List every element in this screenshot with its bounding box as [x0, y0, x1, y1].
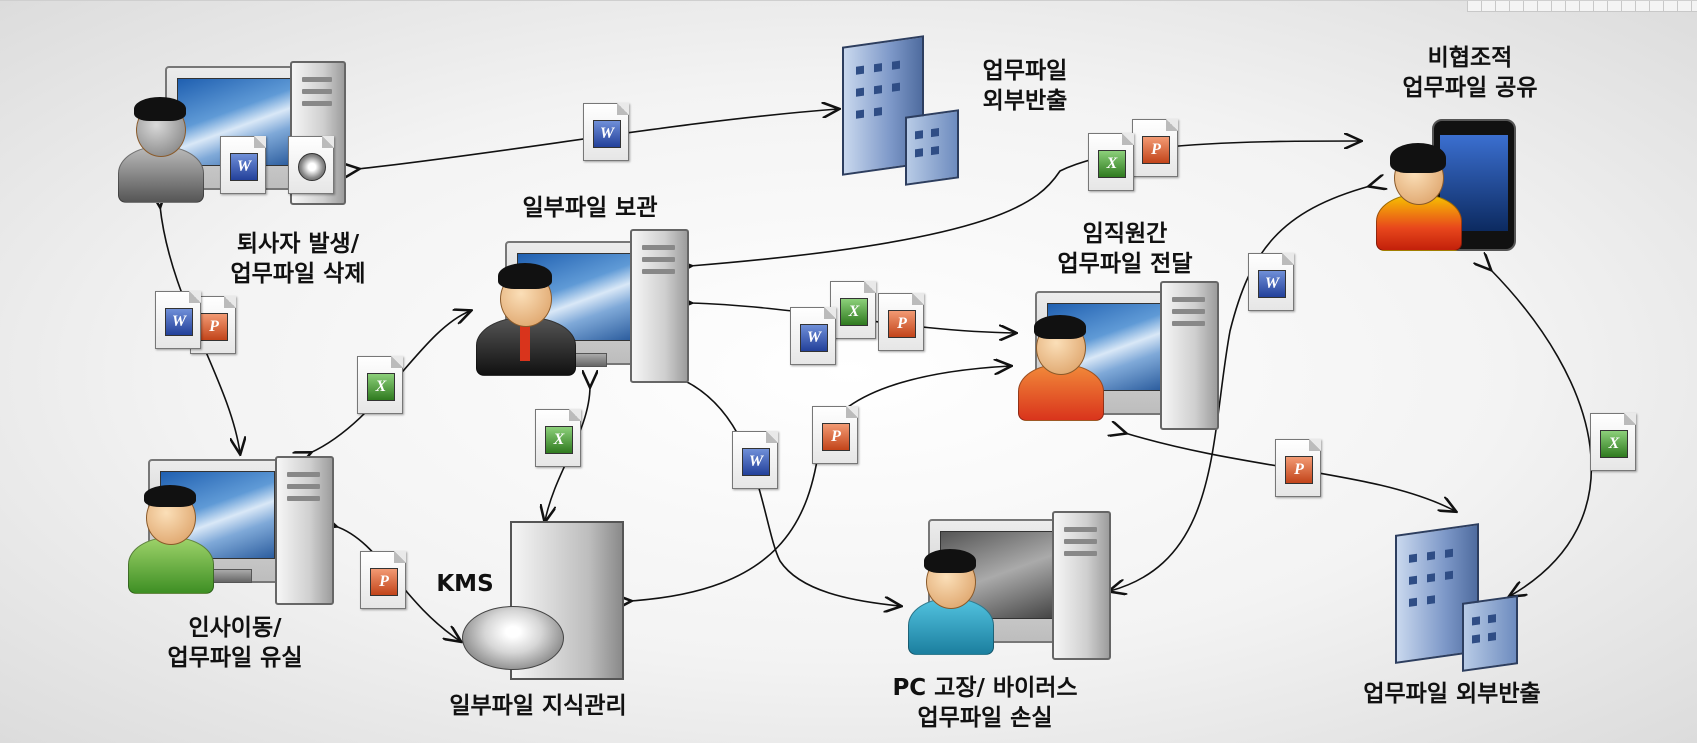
pc-tower — [1052, 511, 1111, 660]
pc-tower — [1160, 281, 1219, 430]
word-doc-icon: W — [1248, 253, 1294, 311]
word-doc-icon: W — [583, 103, 629, 161]
ppt-doc-icon: P — [1275, 439, 1321, 497]
ppt-doc-icon: P — [1132, 119, 1178, 177]
label-kms: KMS — [436, 571, 494, 597]
label-hr-1: 인사이동/ — [188, 615, 282, 641]
excel-doc-icon: X — [535, 409, 581, 467]
label-transfer-1: 임직원간 — [1082, 221, 1168, 247]
label-hr-2: 업무파일 유실 — [167, 645, 303, 671]
arrow-store-to-phone — [690, 141, 1360, 266]
word-doc-icon: W — [790, 307, 836, 365]
excel-doc-icon: X — [1088, 133, 1134, 191]
label-export-bottom: 업무파일 외부반출 — [1363, 681, 1541, 707]
person-icon — [900, 543, 1000, 655]
word-doc-icon: W — [220, 136, 266, 194]
label-export-top-1: 업무파일 — [982, 58, 1068, 84]
person-icon — [120, 479, 220, 594]
label-nonorg-2: 업무파일 공유 — [1402, 75, 1538, 101]
label-store: 일부파일 보관 — [522, 195, 658, 221]
label-nonorg-1: 비협조적 — [1427, 45, 1513, 71]
label-pc-broken-2: 업무파일 손실 — [917, 705, 1053, 731]
ppt-doc-icon: P — [812, 406, 858, 464]
arrow-phone-to-pc — [1110, 186, 1370, 591]
ppt-doc-icon: P — [878, 293, 924, 351]
label-pc-broken-1: PC 고장/ 바이러스 — [892, 675, 1078, 701]
label-transfer-2: 업무파일 전달 — [1057, 251, 1193, 277]
person-icon — [1010, 309, 1110, 421]
excel-doc-icon: X — [830, 281, 876, 339]
word-doc-icon: W — [155, 291, 201, 349]
label-retire-2: 업무파일 삭제 — [230, 261, 366, 287]
disk-icon — [462, 606, 564, 670]
arrow-phone-to-building — [1490, 269, 1593, 596]
pc-tower — [630, 229, 689, 383]
person-icon — [1368, 139, 1468, 251]
excel-doc-icon: X — [1590, 413, 1636, 471]
person-icon — [470, 259, 580, 376]
word-doc-icon: W — [732, 431, 778, 489]
label-knowledge: 일부파일 지식관리 — [449, 693, 627, 719]
ppt-doc-icon: P — [360, 551, 406, 609]
excel-doc-icon: X — [357, 356, 403, 414]
corner-grid — [1467, 1, 1697, 12]
disc-doc-icon — [288, 136, 334, 194]
arrow-store-to-pc — [664, 372, 900, 606]
label-export-top-2: 외부반출 — [982, 88, 1068, 114]
label-retire-1: 퇴사자 발생/ — [236, 231, 360, 257]
pc-tower — [275, 456, 334, 605]
person-icon — [110, 91, 210, 203]
